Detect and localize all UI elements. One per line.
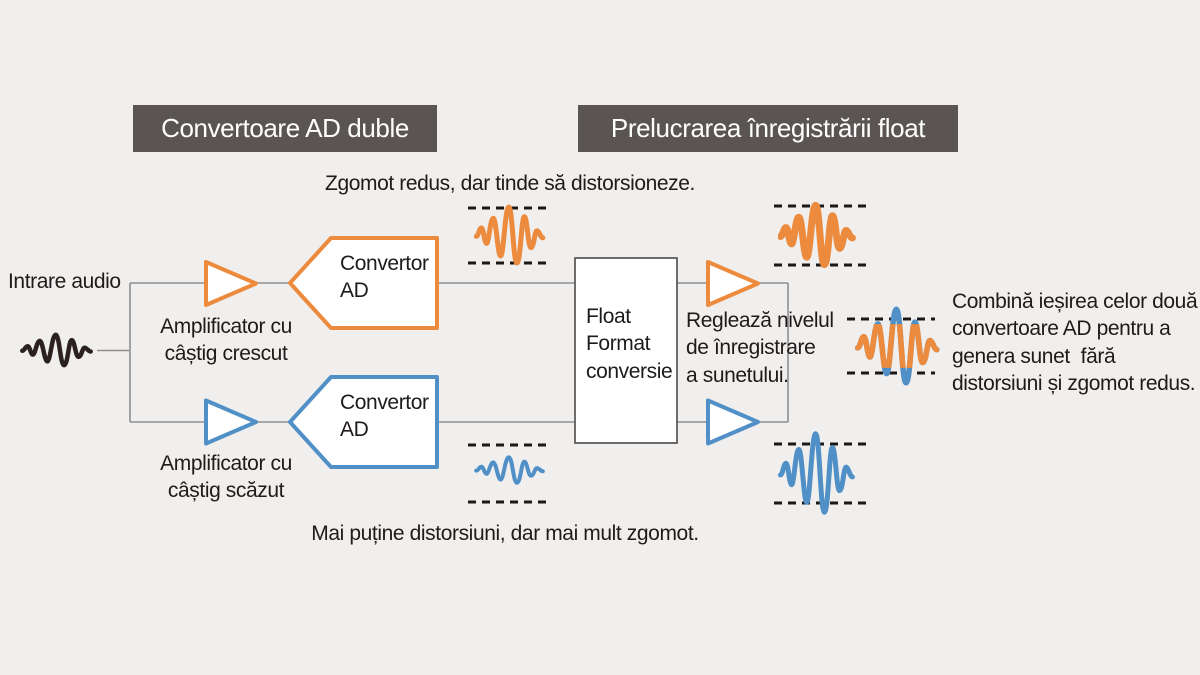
low-gain-wave-icon <box>468 443 552 504</box>
low-gain-float-wave-icon <box>774 410 866 526</box>
input-label: Intrare audio <box>8 270 121 293</box>
output-level-low-triangle-icon <box>706 398 760 446</box>
high-gain-wave-icon <box>468 196 552 272</box>
header-right-bar: Prelucrarea înregistrării float <box>578 105 958 152</box>
amplifier-high-gain-icon <box>204 260 258 307</box>
note-bottom: Mai puține distorsiuni, dar mai mult zgo… <box>311 522 699 545</box>
output-level-high-triangle-icon <box>706 260 760 307</box>
note-top: Zgomot redus, dar tinde să distorsioneze… <box>325 172 695 195</box>
amp-low-label: Amplificator cu câștig scăzut <box>160 452 292 503</box>
high-gain-float-wave-icon <box>774 196 866 274</box>
header-left-bar: Convertoare AD duble <box>133 105 437 152</box>
adc-top-label: Convertor AD <box>340 252 429 303</box>
amplifier-low-gain-icon <box>204 398 258 446</box>
note-combine: Combină ieșirea celor două convertoare A… <box>952 290 1198 395</box>
adc-top-pentagon-icon <box>288 236 439 330</box>
float-format-box <box>574 257 678 444</box>
input-waveform-icon <box>20 329 98 371</box>
adc-bottom-label: Convertor AD <box>340 391 429 442</box>
adc-bottom-pentagon-icon <box>288 375 439 469</box>
float-box-label: Float Format conversie <box>586 305 673 383</box>
header-right-label: Prelucrarea înregistrării float <box>610 113 926 143</box>
combined-wave-icon <box>847 288 950 398</box>
note-level: Reglează nivelul de înregistrare a sunet… <box>686 309 834 387</box>
header-left-label: Convertoare AD duble <box>161 113 409 143</box>
amp-high-label: Amplificator cu câștig crescut <box>160 315 292 366</box>
